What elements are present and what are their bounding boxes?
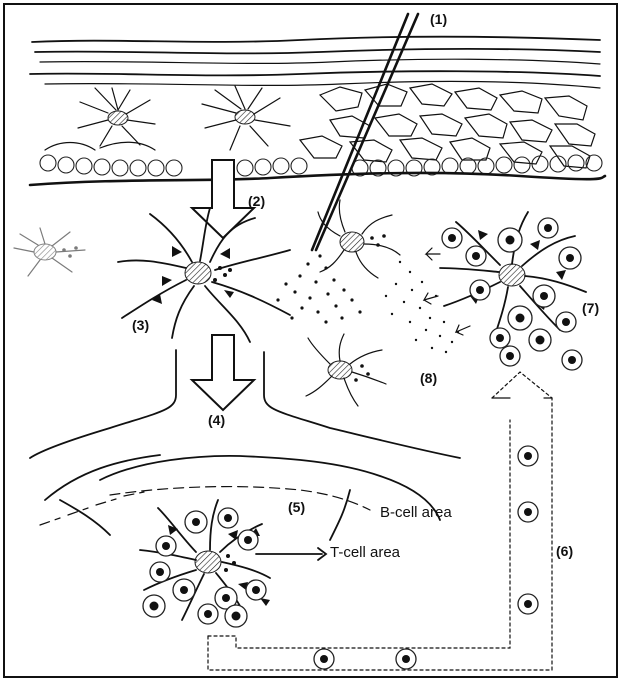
label-5: (5) — [288, 499, 305, 515]
label-8: (8) — [420, 370, 437, 386]
dendritic-cell-lower — [306, 334, 386, 406]
lymph-node — [40, 455, 440, 540]
label-6: (6) — [556, 543, 573, 559]
recirculation-path-6 — [208, 372, 552, 670]
lymphatic-vessel — [30, 350, 460, 458]
label-4: (4) — [208, 412, 225, 428]
langerhans-cell-middle — [202, 86, 290, 150]
injection-needle — [312, 14, 418, 250]
label-1: (1) — [430, 11, 447, 27]
skin-surface-layers — [30, 37, 600, 88]
b-cell-area-label: B-cell area — [380, 504, 452, 521]
label-7: (7) — [582, 300, 599, 316]
dermal-cell-faint — [14, 228, 85, 276]
t-cell-area-label: T-cell area — [330, 544, 401, 561]
antigen-dots — [276, 254, 459, 353]
arrow-4 — [192, 335, 254, 410]
dendritic-cell-cluster-7 — [424, 212, 586, 370]
arrow-2 — [192, 160, 254, 238]
langerhans-cell-left — [78, 88, 155, 146]
epidermal-cells — [40, 84, 602, 176]
dendritic-cell-cluster-5 — [140, 500, 270, 627]
label-2: (2) — [248, 193, 265, 209]
t-cell-area-pointer — [256, 548, 326, 560]
dendritic-cell-center — [318, 200, 400, 278]
label-3: (3) — [132, 317, 149, 333]
